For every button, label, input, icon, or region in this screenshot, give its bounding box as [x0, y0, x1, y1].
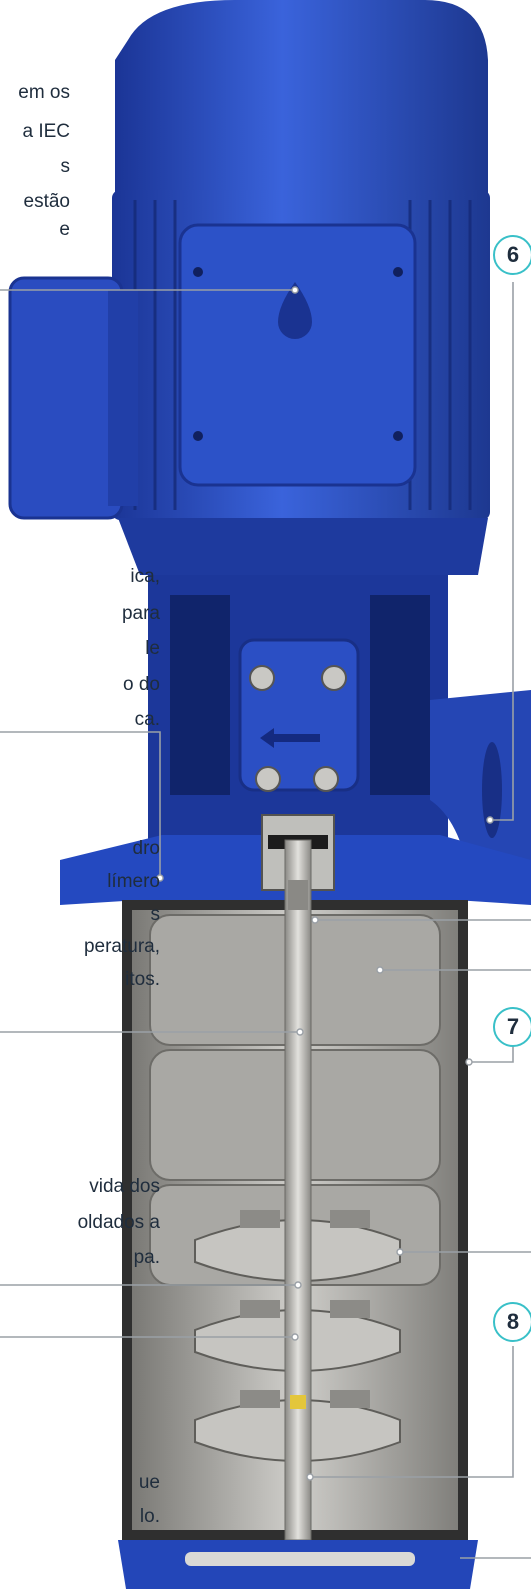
- callout-badge-7: 7: [493, 1007, 531, 1047]
- text-fragment: s: [150, 904, 161, 925]
- terminal-box: [8, 276, 124, 520]
- text-fragment: peratura,: [83, 936, 160, 957]
- text-fragment: vida dos: [89, 1176, 160, 1197]
- motor-top-cap: [115, 0, 488, 195]
- text-fragment: para: [121, 603, 160, 624]
- text-fragment: itos.: [125, 969, 160, 990]
- leader-lines: [0, 282, 531, 1559]
- drop-icon: [278, 282, 312, 339]
- text-fragment: estão: [23, 191, 70, 212]
- motor-bracket: [118, 518, 488, 575]
- pump-shaft: [284, 839, 312, 1541]
- text-fragment: o do: [123, 674, 160, 695]
- discharge-outlet: [430, 690, 531, 880]
- text-fragment: límero: [107, 871, 160, 892]
- text-fragment: em os: [18, 82, 70, 103]
- text-fragment: le: [145, 638, 160, 659]
- text-fragment: a IEC: [22, 121, 70, 142]
- text-fragment: ca.: [134, 709, 160, 730]
- text-fragment: e: [59, 219, 70, 240]
- text-fragment: s: [60, 156, 71, 177]
- text-fragment: lo.: [139, 1506, 160, 1527]
- motor-name-plate: [178, 223, 417, 487]
- text-fragment: pa.: [133, 1247, 160, 1268]
- text-fragment: ica,: [130, 566, 160, 587]
- callout-badge-6: 6: [493, 235, 531, 275]
- shaft-coupling: [238, 638, 360, 792]
- text-fragment: dro: [132, 838, 160, 859]
- arrow-left-icon: [260, 728, 320, 748]
- text-fragment: oldados a: [77, 1212, 160, 1233]
- callout-badge-8: 8: [493, 1302, 531, 1342]
- text-fragment: ue: [138, 1472, 160, 1493]
